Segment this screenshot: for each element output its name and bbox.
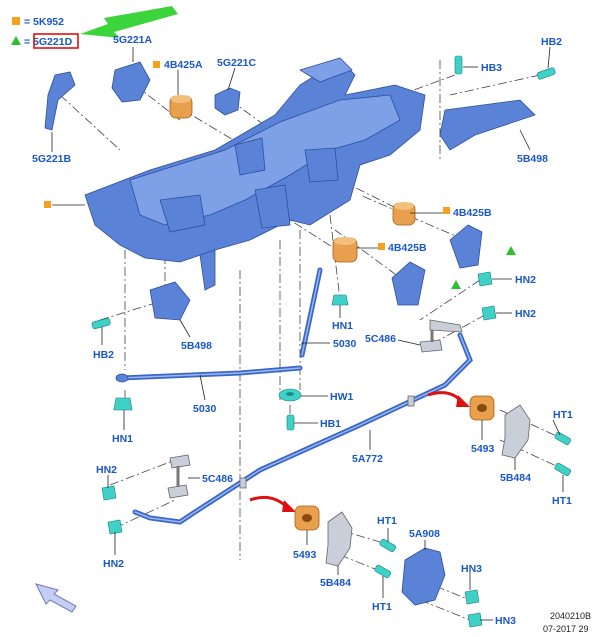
bolt-ht1-b1	[379, 538, 396, 553]
bracket-5g221a	[111, 61, 151, 103]
triangle-marker-icon	[11, 36, 21, 45]
bracket-5g221b	[44, 71, 76, 131]
label-5g221c: 5G221C	[217, 57, 257, 69]
diagram-date: 07-2017 29	[543, 624, 589, 634]
nut-hn1-mid	[331, 294, 349, 306]
bushing-5493-bottom	[294, 505, 320, 531]
bracket-5g221d-upper	[449, 224, 483, 269]
label-5030-low: 5030	[193, 403, 217, 415]
link-5030-mid	[299, 267, 323, 358]
label-4b425b-b: 4B425B	[388, 242, 427, 254]
stabilizer-link-5c486-left	[167, 454, 191, 499]
label-ht1-r2: HT1	[552, 495, 572, 507]
bolt-hb2-top	[536, 67, 556, 80]
bolt-ht1-r1	[554, 431, 571, 446]
label-ht1-r1: HT1	[553, 409, 573, 421]
label-hn2-r2: HN2	[515, 308, 536, 320]
label-hb3: HB3	[481, 62, 502, 74]
label-hn3-b: HN3	[495, 615, 516, 627]
marker-sq-c	[443, 207, 450, 214]
marker-sq-a	[153, 61, 160, 68]
bolt-ht1-r2	[554, 462, 571, 477]
label-ht1-b2: HT1	[372, 601, 392, 613]
highlight-box	[33, 33, 79, 49]
label-hn1-low: HN1	[112, 433, 133, 445]
part-labels: 5G221A 4B425A 5G221C HB2 HB3 5G221B 5B49…	[32, 34, 573, 627]
label-5a908: 5A908	[409, 528, 440, 540]
bracket-5a908	[401, 547, 446, 606]
bushing-4b425b-upper	[392, 202, 416, 226]
label-4b425b-a: 4B425B	[453, 207, 492, 219]
label-5493-bottom: 5493	[293, 549, 317, 561]
marker-tri-a	[506, 246, 516, 255]
link-5030-low	[115, 365, 303, 383]
bolt-hb1	[286, 414, 295, 431]
label-5b484-right: 5B484	[500, 472, 531, 484]
stabilizer-link-5c486-right	[419, 319, 463, 353]
label-4b425a: 4B425A	[164, 59, 203, 71]
red-arrow-bottom	[249, 495, 296, 512]
label-hn2-left: HN2	[96, 464, 117, 476]
nut-hn2-r2	[481, 305, 497, 321]
vehicle-front-arrow-icon	[35, 583, 77, 613]
bracket-5b498-left	[149, 281, 191, 321]
bolt-ht1-b2	[374, 564, 391, 579]
nut-hn3-a	[464, 589, 480, 605]
bolt-hb3	[454, 55, 463, 75]
nut-hn3-b	[467, 612, 483, 628]
label-5g221b: 5G221B	[32, 153, 72, 165]
label-hn2-r1: HN2	[515, 274, 536, 286]
label-5g221a: 5G221A	[113, 34, 153, 46]
marker-tri-b	[451, 280, 461, 289]
diagram-ref: 2040210B	[550, 611, 591, 621]
label-5493-right: 5493	[471, 443, 495, 455]
bracket-5b498-right	[439, 99, 536, 151]
bolt-hb2-left	[91, 317, 111, 330]
label-ht1-b1: HT1	[377, 515, 397, 527]
bushing-5493-right	[469, 395, 495, 421]
leader-lines	[51, 46, 564, 621]
label-hb1: HB1	[320, 418, 341, 430]
label-5b498-right: 5B498	[517, 153, 548, 165]
label-5b484-bottom: 5B484	[320, 577, 351, 589]
washer-hw1	[278, 388, 302, 402]
label-5b498-left: 5B498	[181, 340, 212, 352]
nut-hn2-left	[101, 485, 117, 501]
marker-sq-d	[378, 243, 385, 250]
nut-hn1-low	[113, 397, 133, 411]
bushing-4b425a	[169, 95, 193, 119]
bushing-4b425b-lower	[332, 237, 358, 263]
red-arrow-right	[427, 391, 470, 407]
nut-hn2-r1	[477, 271, 493, 287]
marker-sq-b	[44, 201, 51, 208]
label-hn1-mid: HN1	[332, 320, 353, 332]
green-pointer-arrow-icon	[80, 6, 178, 38]
legend-square-label: = 5K952	[24, 16, 64, 28]
square-marker-icon	[12, 17, 20, 25]
nut-hn2-bl	[107, 519, 123, 535]
bracket-5g221d-lower	[391, 261, 426, 306]
label-5c486-right: 5C486	[365, 333, 396, 345]
label-hb2-top: HB2	[541, 36, 562, 48]
subframe	[84, 57, 426, 291]
stabilizer-bar-5a772	[132, 332, 473, 525]
label-hb2-left: HB2	[93, 349, 114, 361]
label-hn3-a: HN3	[461, 563, 482, 575]
legend: = 5K952 = 5G221D	[11, 6, 178, 49]
label-5030-mid: 5030	[333, 338, 357, 350]
label-5a772: 5A772	[352, 453, 383, 465]
clamp-5b484-bottom	[325, 511, 353, 567]
label-hn2-bl: HN2	[103, 558, 124, 570]
label-hw1: HW1	[330, 391, 353, 403]
label-5c486-left: 5C486	[202, 473, 233, 485]
legend-triangle-label: = 5G221D	[24, 36, 73, 48]
clamp-5b484-right	[501, 404, 531, 459]
bracket-5g221c	[214, 87, 241, 116]
